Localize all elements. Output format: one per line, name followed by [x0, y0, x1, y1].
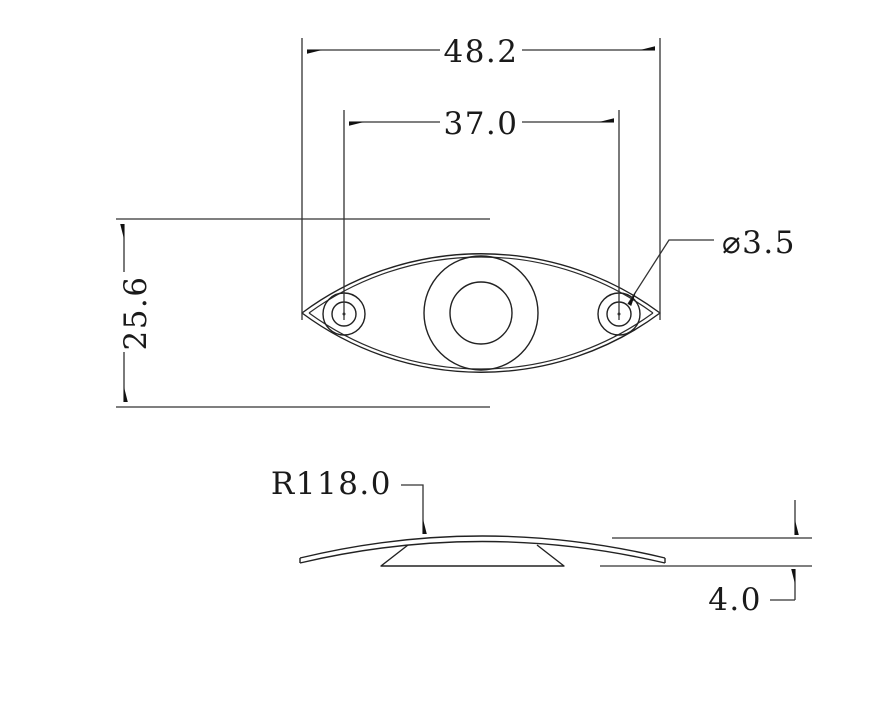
dimension-text-thickness: 4.0	[708, 582, 762, 618]
top-view-geometry	[301, 253, 661, 373]
dome-top-surface	[299, 535, 666, 559]
dimension-dome-radius: R118.0	[271, 466, 427, 534]
dimension-text-overall-height: 25.6	[118, 275, 154, 350]
dimension-text-overall-width: 48.2	[443, 34, 518, 70]
dimension-overall-height: 25.6	[118, 224, 154, 402]
dimension-text-hole-spacing: 37.0	[443, 106, 518, 142]
leader-line-hole-diameter	[624, 239, 714, 307]
dimension-hole-spacing: 37.0	[349, 106, 614, 142]
dimension-text-dome-radius: R118.0	[271, 466, 392, 502]
leader-line-dome-radius	[401, 484, 427, 534]
top-view-extension-lines	[116, 38, 661, 408]
dimension-overall-width: 48.2	[307, 34, 655, 70]
dimension-text-hole-diameter: ⌀3.5	[722, 225, 796, 261]
center-boss-outer-circle	[423, 255, 539, 371]
body-inner-rim	[308, 256, 654, 314]
dimension-hole-diameter: ⌀3.5	[624, 225, 796, 307]
dimension-thickness: 4.0	[600, 500, 812, 618]
center-boss-inner-circle	[449, 281, 513, 345]
side-view-geometry	[299, 535, 666, 567]
dome-under-surface	[299, 540, 666, 564]
base-section-outline	[380, 544, 565, 567]
body-inner-rim-lower	[308, 312, 654, 370]
